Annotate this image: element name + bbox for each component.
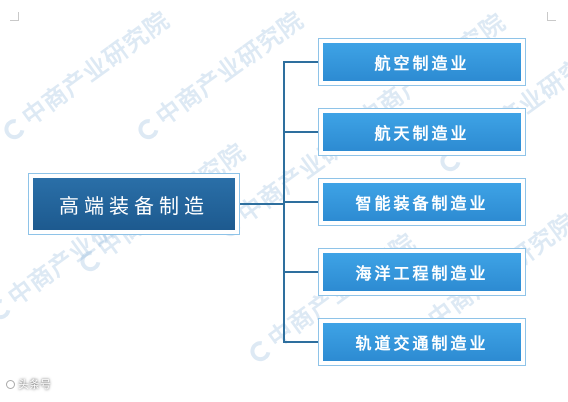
source-logo-icon [6,379,15,389]
child-node-rail-transit: 轨道交通制造业 [318,318,526,366]
child-node-intelligent-equipment: 智能装备制造业 [318,178,526,226]
watermark-logo-icon [134,115,163,144]
child-node-label: 航空制造业 [323,43,521,81]
connector-branch [283,271,318,273]
source-text: 头条号 [18,378,51,391]
child-node-label: 海洋工程制造业 [323,253,521,291]
child-node-label: 智能装备制造业 [323,183,521,221]
connector-branch [283,61,318,63]
watermark-logo-icon [246,337,275,366]
child-node-label: 轨道交通制造业 [323,323,521,361]
watermark-logo-icon [76,247,105,276]
watermark: 中商产业研究院 [0,1,176,146]
connector-root-stub [240,203,284,205]
corner-mark-top-left [10,12,19,21]
root-node-label: 高端装备制造 [33,178,235,230]
root-node: 高端装备制造 [28,173,240,235]
watermark-logo-icon [0,295,15,324]
corner-mark-top-right [547,12,556,21]
connector-branch [283,201,318,203]
child-node-aerospace: 航天制造业 [318,108,526,156]
connector-branch [283,341,318,343]
child-node-label: 航天制造业 [323,113,521,151]
child-node-aviation: 航空制造业 [318,38,526,86]
watermark-logo-icon [0,115,29,144]
connector-branch [283,131,318,133]
source-watermark: 头条号 [6,376,51,392]
child-node-marine-engineering: 海洋工程制造业 [318,248,526,296]
